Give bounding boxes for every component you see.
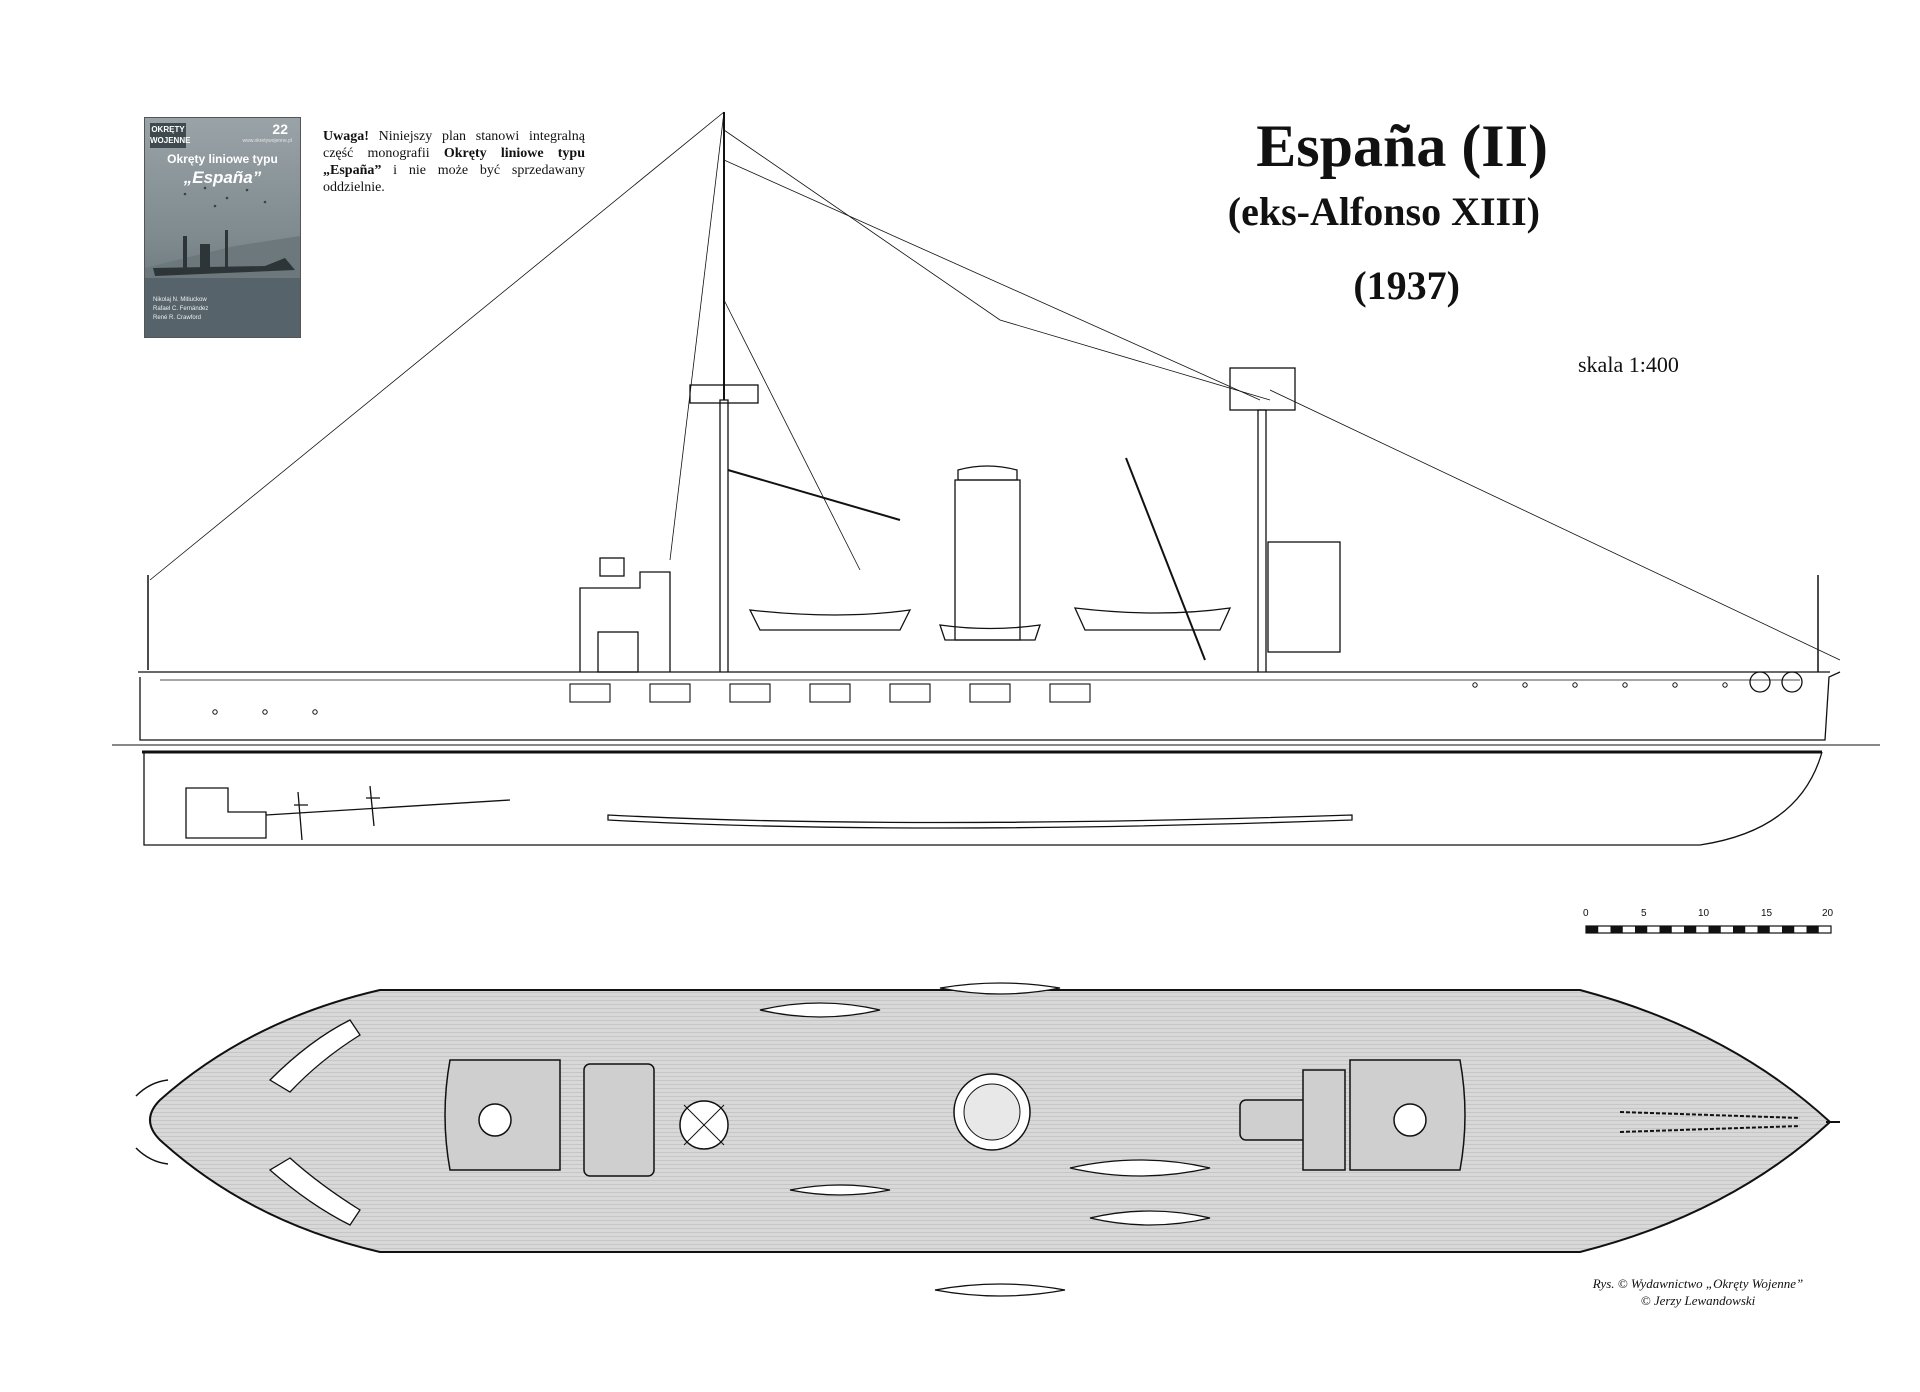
former-name-subtitle: (eks-Alfonso XIII)	[1227, 189, 1540, 234]
propeller	[294, 791, 308, 841]
bridge-windows	[597, 631, 639, 673]
year-subtitle: (1937)	[1353, 263, 1460, 308]
bridge-superstructure	[579, 571, 671, 672]
cover-title-line1: Okręty liniowe typu	[167, 152, 278, 166]
cover-ship-illustration	[145, 186, 300, 337]
boat	[789, 1184, 891, 1196]
cover-title-line2: „España”	[183, 168, 262, 187]
monograph-cover-image: OKRĘTY WOJENNE 22 www.okretywojenne.pl O…	[144, 117, 301, 338]
boat	[934, 1283, 1066, 1297]
deckhouse	[583, 1063, 655, 1177]
ship-boat	[1073, 607, 1232, 631]
scale-bar	[1585, 925, 1832, 934]
scale-label: 0	[1583, 908, 1589, 919]
searchlight-platform	[599, 557, 625, 577]
author-credit: © Jerzy Lewandowski	[1640, 1293, 1756, 1308]
notice-text: i nie może być sprzedawany oddzielnie.	[323, 163, 585, 195]
foremast	[719, 399, 729, 672]
anchor-hawse	[1749, 671, 1771, 693]
ship-boat	[748, 609, 912, 631]
bilge-keel	[607, 814, 1353, 829]
rudder	[185, 787, 267, 839]
boat	[268, 1157, 361, 1226]
boat	[759, 1002, 881, 1018]
cover-authors: Nikolaj N. Mitiuckow Rafael C. Fernández…	[153, 296, 208, 323]
scale-label: 15	[1761, 908, 1773, 919]
cover-author: Nikolaj N. Mitiuckow	[153, 297, 207, 303]
notice-paragraph: Uwaga! Niniejszy plan stanowi integralną…	[323, 128, 585, 196]
propeller-shaft	[265, 799, 511, 816]
notice-text: Niniejszy plan stanowi integralną część …	[323, 129, 585, 161]
boat	[1069, 1159, 1211, 1177]
anchor-chains	[1619, 1111, 1801, 1133]
turret-hatch	[478, 1103, 512, 1137]
mainmast	[1257, 409, 1267, 672]
side-elevation	[112, 111, 1880, 846]
hull-outline	[139, 671, 1841, 741]
deck-plan-view	[135, 982, 1840, 1297]
bridge-top	[1302, 1069, 1346, 1171]
drawing-scale: skala 1:400	[1578, 352, 1679, 377]
cover-issue-number: 22	[272, 121, 288, 137]
aft-superstructure	[1267, 541, 1341, 653]
cover-author: René R. Crawford	[153, 315, 202, 321]
aft-crane	[1125, 457, 1206, 661]
anchor-hawse	[1781, 671, 1803, 693]
conning-tower	[1239, 1099, 1311, 1141]
rigging	[149, 111, 1841, 661]
scale-label: 20	[1822, 908, 1834, 919]
scale-label: 5	[1641, 908, 1647, 919]
scale-label: 10	[1698, 908, 1710, 919]
boat	[268, 1019, 361, 1093]
propeller	[366, 785, 380, 827]
boat-derrick	[727, 469, 901, 521]
lower-hull	[143, 751, 1823, 846]
main-fire-control-top	[1229, 367, 1296, 411]
boat	[1089, 1210, 1211, 1226]
notice-lead: Uwaga!	[323, 129, 369, 144]
portholes	[212, 682, 1728, 715]
ship-boat	[939, 624, 1041, 641]
casemate-guns	[569, 683, 1091, 703]
cover-website: www.okretywojenne.pl	[242, 138, 292, 144]
cover-brand: OKRĘTY WOJENNE	[150, 123, 190, 148]
publisher-credit: Rys. © Wydawnictwo „Okręty Wojenne”	[1592, 1276, 1804, 1291]
funnel	[954, 479, 1021, 641]
ship-name-title: España (II)	[1256, 113, 1548, 179]
deck-boats	[268, 982, 1211, 1297]
drawing-credits: Rys. © Wydawnictwo „Okręty Wojenne” © Je…	[1567, 1275, 1829, 1309]
notice-monograph-title: Okręty liniowe typu „España”	[323, 146, 586, 178]
boat	[939, 982, 1061, 995]
cover-author: Rafael C. Fernández	[153, 306, 209, 312]
